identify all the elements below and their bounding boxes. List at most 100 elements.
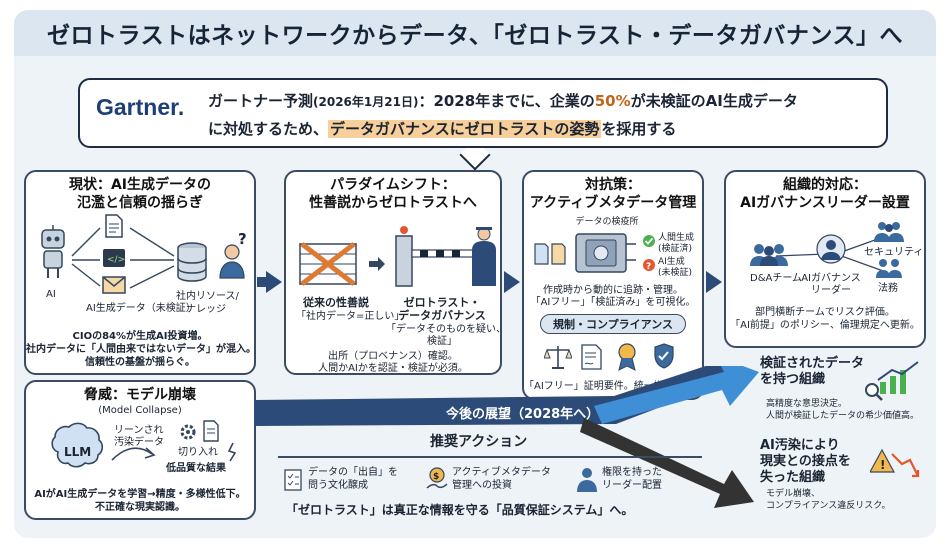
checklist-icon — [284, 469, 302, 491]
panel-paradigm-shift: パラダイムシフト： 性善説からゼロトラストへ 従来の性善説 「社内データ=正しい… — [284, 170, 506, 375]
da-team-label: D&Aチーム — [750, 273, 803, 284]
crack-icon — [227, 442, 237, 462]
svg-text:?: ? — [238, 230, 247, 248]
leader-avatar-icon — [816, 234, 846, 264]
action-2-line-2: 管理への投資 — [452, 480, 512, 491]
mail-icon — [102, 276, 126, 294]
action-1-line-1: データの「出自」を — [308, 467, 398, 478]
panel1-title-2: 氾濫と信頼の揺らぎ — [77, 195, 203, 211]
summary-statement: 「ゼロトラスト」は真正な情報を守る「品質保証システム」へ。 — [286, 503, 634, 517]
future-label: 今後の展望（2028年へ） — [446, 407, 600, 422]
panel-countermeasures: 対抗策： アクティブメタデータ管理 データの検疫所 ? 人間生成 (検証済) A… — [522, 170, 704, 400]
action-2-line-1: アクティブメタデータ — [452, 467, 551, 478]
prediction-line-2: に対処するため、データガバナンスにゼロトラストの姿勢を採用する — [208, 120, 677, 138]
document-icon — [105, 214, 123, 238]
threat-desc-2: 不正確な現実認識。 — [95, 502, 185, 513]
award-badge-icon — [618, 343, 636, 371]
vault-scanner-icon — [575, 233, 636, 273]
panel-current-state: 現状：AI生成データの 氾濫と信頼の揺らぎ AI </> AI生成データ（未検証… — [24, 170, 256, 375]
actions-title: 推奨アクション — [430, 434, 528, 450]
flow-arrow-1-head — [266, 271, 282, 293]
svg-text:$: $ — [433, 472, 439, 482]
recycle-arrow-icon — [111, 447, 156, 461]
new-model-quote-1: 「データそのものを疑い、 — [386, 324, 506, 335]
svg-text:?: ? — [646, 262, 651, 272]
right-arrow-icon — [369, 257, 385, 271]
compliance-title: 規制・コンプライアンス — [552, 318, 673, 331]
old-model-quote: 「社内データ=正しい」 — [296, 311, 405, 322]
panel1-desc-3: 信頼性の基盤が揺らぐ。 — [85, 357, 195, 368]
human-generated-label-2: (検証済) — [658, 244, 693, 254]
signed-document-icon — [581, 344, 602, 370]
action-3-line-1: 権限を持った — [602, 467, 662, 478]
panel4-title-2: AIガバナンスリーダー設置 — [740, 195, 910, 211]
growth-chart-icon — [877, 361, 919, 394]
leader-label-2: リーダー — [811, 285, 851, 296]
panel1-desc-1: CIOの84%が生成AI投資増。 — [72, 331, 208, 342]
up-title-2: を持つ組織 — [760, 372, 826, 387]
internal-resource-label-1: 社内リソース/ — [176, 291, 239, 302]
recur-label-1: リーンされ — [114, 425, 164, 436]
magnifier-icon — [865, 383, 883, 401]
recur-label-2: 汚染データ — [114, 437, 164, 448]
down-title-2: 現実との接点を — [760, 454, 851, 469]
security-team-icon — [874, 222, 904, 242]
leader-person-icon — [577, 468, 597, 492]
person-question-icon: ? — [219, 230, 247, 279]
ai-generated-label-1: AI生成 — [658, 257, 685, 267]
panel1-title-1: 現状：AI生成データの — [68, 177, 212, 193]
brain-llm-icon: LLM — [51, 422, 104, 468]
future-arrows — [254, 366, 759, 508]
actions-divider — [278, 456, 702, 458]
question-circle-icon: ? — [643, 259, 655, 272]
checkpoint-label: データの検疫所 — [575, 217, 639, 227]
shield-check-icon — [654, 343, 674, 369]
panel3-title-1: 対抗策： — [585, 177, 641, 193]
cut-label-1: 切り入れ — [178, 447, 218, 458]
svg-text:</>: </> — [107, 255, 125, 265]
document-stack-icon — [534, 243, 566, 265]
ai-generated-label-2: (未検証) — [658, 268, 693, 278]
panel3-title-2: アクティブメタデータ管理 — [529, 195, 697, 211]
gartner-callout: Gartner. ガートナー予測(2026年1月21日)：2028年までに、企業… — [78, 78, 888, 148]
up-title-1: 検証されたデータ — [760, 356, 865, 371]
compliance-desc: 「AIフリー」証明要件。統一識別能力。 — [524, 381, 704, 392]
prediction-line-1: ガートナー予測(2026年1月21日)：2028年までに、企業の50%が未検証の… — [208, 92, 798, 110]
page-title: ゼロトラストはネットワークからデータ、「ゼロトラスト・データガバナンス」へ — [14, 10, 936, 56]
up-desc-2: 人間が検証したデータの希少価値高。 — [766, 411, 920, 421]
panel2-desc-1: 出所（プロベナンス）確認。 — [328, 351, 458, 362]
ai-generated-data-label: AI生成データ（未検証） — [86, 303, 196, 314]
infographic-frame: ゼロトラストはネットワークからデータ、「ゼロトラスト・データガバナンス」へ Ga… — [14, 10, 936, 538]
investment-coin-icon: $ — [426, 467, 448, 489]
security-guard-gate-icon — [395, 226, 496, 287]
check-circle-icon — [643, 235, 655, 247]
cut-label-2: 低品質な結果 — [166, 463, 226, 474]
code-window-icon: </> — [103, 249, 125, 267]
flow-arrow-1 — [257, 277, 267, 287]
svg-text:LLM: LLM — [64, 445, 91, 459]
panel2-desc-2: 人間かAIかを認証・検証が必須。 — [318, 363, 468, 374]
threat-title: 脅威：モデル崩壊 — [84, 387, 196, 403]
new-model-quote-2: 検証」 — [427, 336, 457, 347]
flow-arrow-3 — [706, 271, 722, 293]
data-flow-arrows — [71, 227, 175, 289]
database-icon — [177, 242, 207, 282]
security-label: セキュリティ — [864, 247, 924, 258]
action-3-line-2: リーダー配置 — [602, 480, 662, 491]
up-desc-1: 高精度な意思決定。 — [766, 399, 848, 409]
threat-subtitle: (Model Collapse) — [98, 405, 182, 416]
robot-icon — [41, 225, 65, 278]
down-desc-1: モデル崩壊、 — [766, 489, 821, 499]
document-icon — [203, 420, 219, 442]
crossed-gate-icon — [299, 242, 357, 286]
panel3-desc-1: 作成時から動的に追跡・管理。 — [543, 285, 683, 296]
old-model-label: 従来の性善説 — [303, 296, 369, 309]
down-desc-2: コンプライアンス違反リスク。 — [766, 501, 891, 511]
action-1-line-2: 問う文化醸成 — [308, 480, 368, 491]
panel4-desc-1: 部門横断チームでリスク評価。 — [755, 307, 895, 318]
panel1-desc-2: 社内データに「人間由来ではないデータ」が混入。 — [26, 344, 256, 355]
internal-resource-label-2: ナレッジ — [186, 304, 226, 315]
down-title-3: 失った組織 — [760, 470, 826, 485]
legal-team-icon — [876, 259, 902, 278]
threat-model-collapse: 脅威：モデル崩壊 (Model Collapse) LLM リーンされ 汚染デー… — [24, 380, 256, 520]
